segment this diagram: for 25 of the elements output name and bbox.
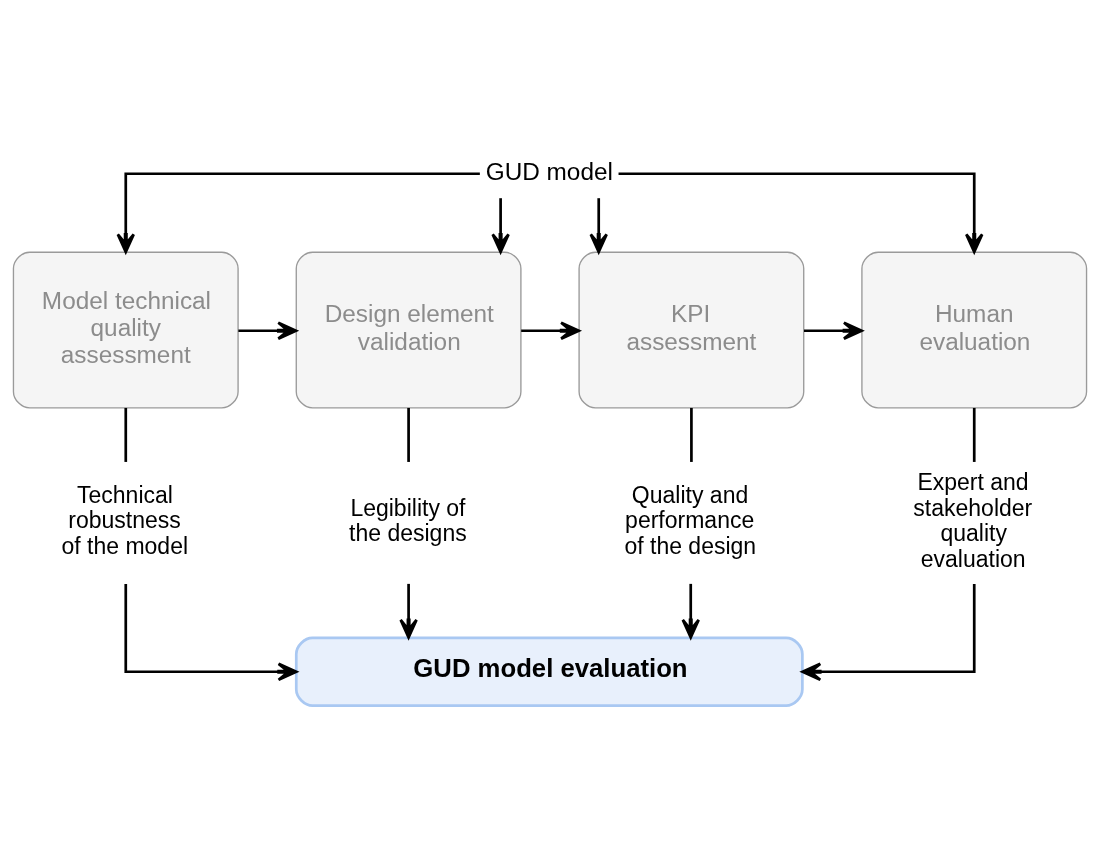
arrow (804, 321, 863, 340)
arrow (238, 321, 298, 340)
arrow (801, 583, 976, 682)
node-box: Human evaluation (861, 251, 1088, 409)
arrow (618, 172, 984, 254)
node-box: Model technical quality assessment (12, 251, 239, 409)
node-text: GUD model (485, 157, 613, 185)
connector (124, 407, 128, 462)
connector (972, 407, 976, 462)
node-box: GUD model evaluation (294, 636, 804, 707)
arrow (681, 583, 700, 639)
node-text: Legibility of the designs (349, 494, 467, 547)
node-text: Technical robustness of the model (61, 481, 189, 560)
arrow (124, 583, 298, 682)
arrow (399, 583, 418, 639)
arrow (521, 321, 581, 340)
node-box: Design element validation (295, 251, 522, 409)
arrow (116, 172, 480, 254)
node-text: Expert and stakeholder quality evaluation (913, 468, 1033, 573)
arrow (491, 198, 510, 254)
node-text: Quality and performance of the design (624, 481, 757, 560)
connector (690, 407, 693, 462)
connector (407, 407, 410, 462)
node-box: KPI assessment (578, 251, 805, 409)
arrow (589, 198, 608, 254)
